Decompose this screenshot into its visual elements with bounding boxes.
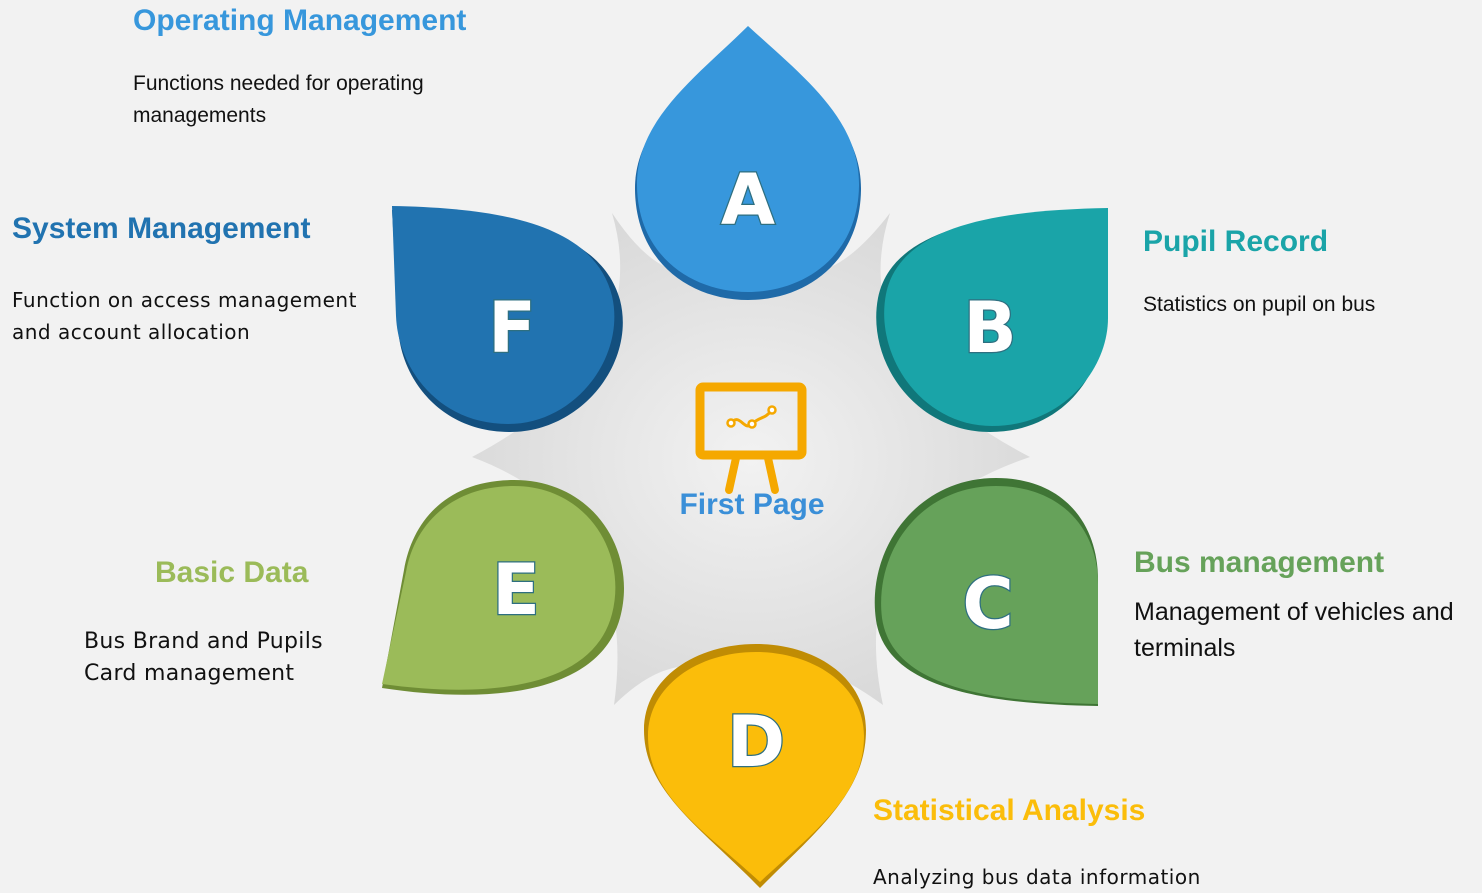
statistical-analysis-title: Statistical Analysis [873, 794, 1146, 827]
petal-b-shape [884, 208, 1108, 426]
petal-c-shape [881, 486, 1098, 704]
petal-d[interactable]: D [644, 644, 866, 888]
petal-d-letter: D [727, 701, 785, 783]
petal-d-shape [648, 652, 864, 882]
petal-f[interactable]: F [392, 206, 623, 432]
pupil-record-desc: Statistics on pupil on bus [1143, 293, 1376, 316]
petal-c-letter: C [962, 563, 1013, 645]
petal-e-letter: E [492, 549, 540, 631]
pupil-record-title: Pupil Record [1143, 225, 1329, 258]
petal-a-shape [636, 26, 860, 292]
basic-data-desc: Bus Brand and Pupils Card management [84, 629, 323, 686]
basic-data-title: Basic Data [155, 556, 309, 589]
board-leg-right [764, 454, 779, 494]
petal-f-letter: F [488, 287, 536, 369]
presentation-board-icon[interactable] [695, 382, 807, 494]
bus-management-desc: Management of vehicles and terminals [1134, 598, 1454, 662]
petal-b-letter: B [963, 287, 1016, 369]
board-frame [695, 382, 807, 460]
petal-e[interactable]: E [382, 480, 625, 695]
board-point-3 [767, 405, 777, 415]
bus-management-title: Bus management [1134, 546, 1385, 579]
petal-e-shape [382, 486, 616, 690]
board-leg-left [725, 454, 740, 494]
statistical-analysis-desc: Analyzing bus data information [873, 865, 1201, 889]
operating-management-title: Operating Management [133, 4, 467, 37]
board-point-1 [726, 418, 736, 428]
petal-b[interactable]: B [876, 208, 1108, 432]
operating-management-desc: Functions needed for operating managemen… [133, 72, 424, 127]
petal-a[interactable]: A [634, 26, 862, 300]
system-management-desc: Function on access management and accoun… [12, 288, 357, 344]
petal-f-shape [392, 206, 615, 424]
petal-c[interactable]: C [874, 478, 1098, 706]
petal-a-letter: A [721, 159, 775, 241]
system-management-title: System Management [12, 212, 311, 245]
center-label[interactable]: First Page [679, 488, 824, 521]
board-point-2 [747, 419, 757, 429]
